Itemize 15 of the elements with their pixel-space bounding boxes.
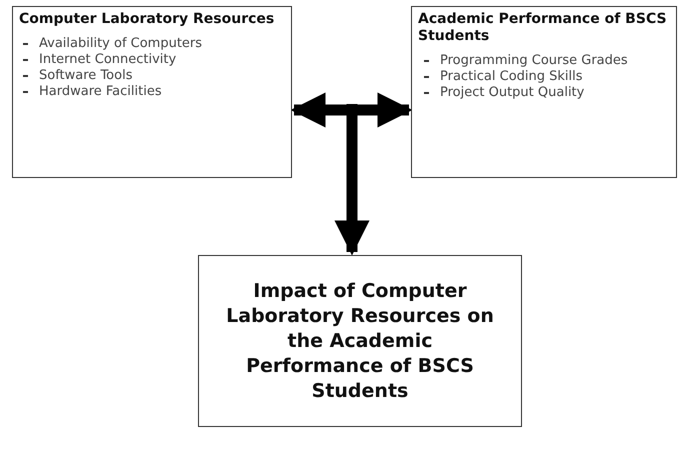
box-heading: Academic Performance of BSCS Students [418,11,668,45]
thick-arrow [334,104,370,256]
thick-arrow [290,92,413,128]
list-item: Hardware Facilities [39,84,163,100]
category-box [411,6,677,178]
result-box [198,255,522,427]
category-box [12,6,292,178]
list-item: Practical Coding Skills [440,69,584,85]
list-item: Internet Connectivity [39,52,178,68]
list-item: Project Output Quality [440,85,586,101]
list-item: Programming Course Grades [440,53,629,69]
result-title: Impact of Computer Laboratory Resources on the Academic Performance of BSCS Students [225,278,495,404]
box-heading: Computer Laboratory Resources [19,11,276,28]
list-item: Software Tools [39,68,134,84]
list-item: Availability of Computers [39,36,204,52]
